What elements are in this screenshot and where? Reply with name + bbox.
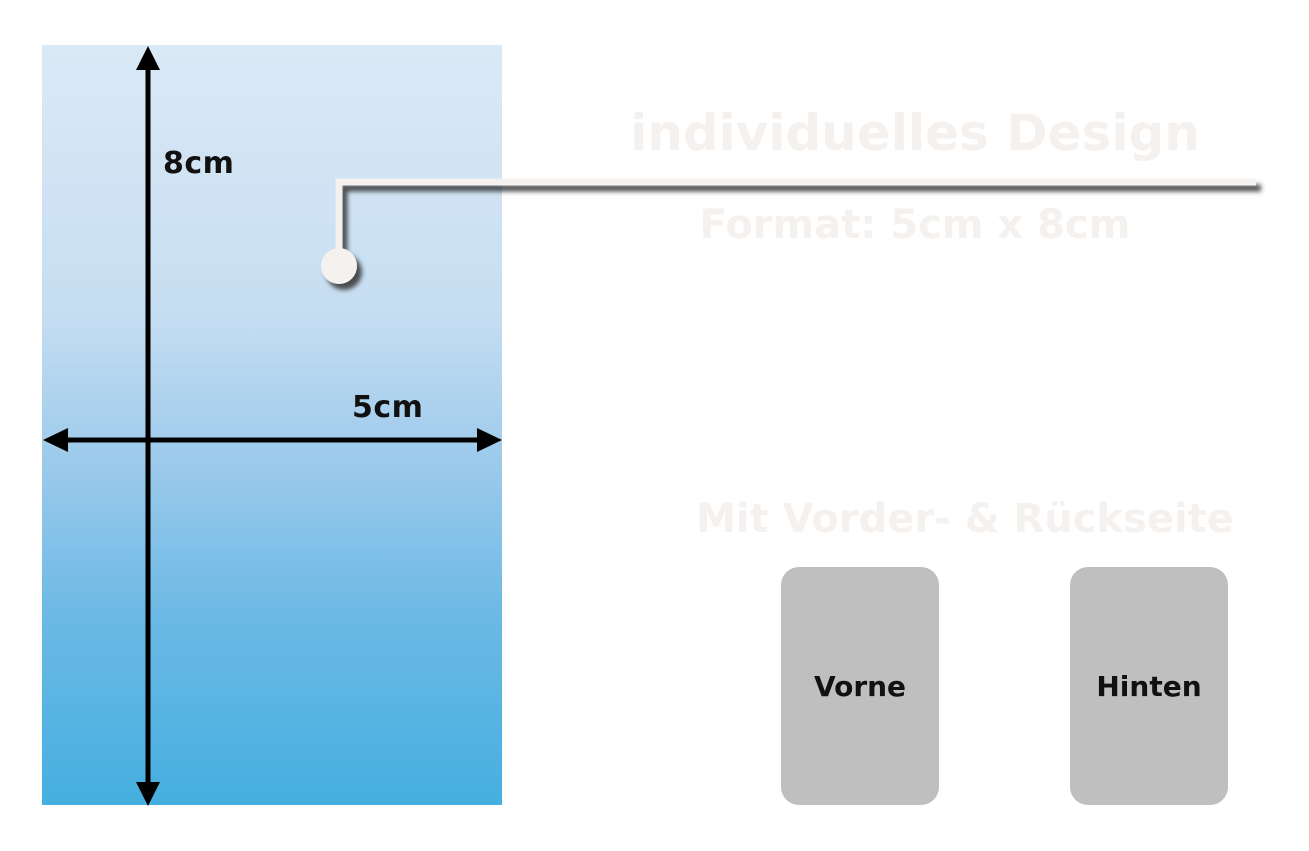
callout-connector (321, 178, 1256, 284)
arrow-up-icon (136, 46, 160, 70)
front-side-label: Vorne (813, 669, 907, 703)
format-text: Format: 5cm x 8cm (699, 202, 1131, 248)
sides-caption: Mit Vorder- & Rückseite (696, 496, 1234, 542)
arrow-down-icon (136, 782, 160, 806)
height-label: 8cm (163, 146, 235, 181)
back-side-label: Hinten (1096, 669, 1202, 703)
height-dimension-arrow (136, 46, 160, 806)
headline-title: individuelles Design (630, 104, 1200, 162)
arrow-left-icon (43, 428, 68, 452)
callout-dot-icon (321, 248, 357, 284)
front-side-box[interactable]: Vorne (781, 567, 939, 805)
width-dimension-arrow (43, 428, 502, 452)
arrow-right-icon (477, 428, 502, 452)
width-label: 5cm (352, 390, 424, 425)
card-preview (42, 45, 502, 805)
back-side-box[interactable]: Hinten (1070, 567, 1228, 805)
